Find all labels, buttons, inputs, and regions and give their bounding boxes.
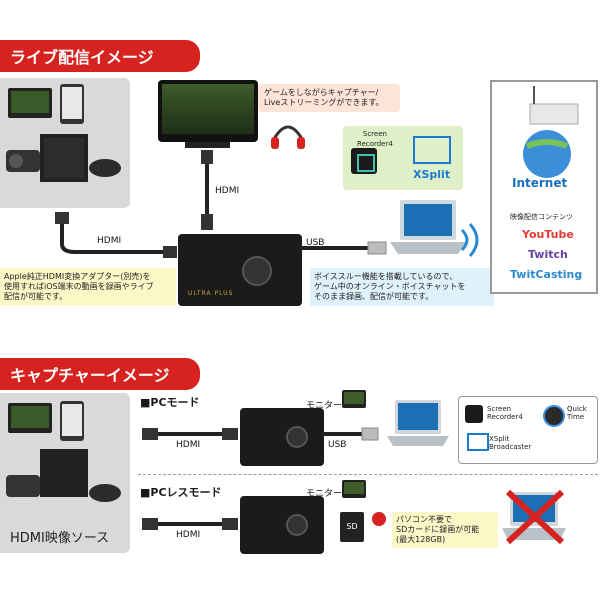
hdmi-cable-left bbox=[55, 212, 177, 258]
internet-box: Internet 映像配信コンテンツ YouTube Twitch TwitCa… bbox=[490, 80, 598, 294]
capture-sources-panel: HDMI映像ソース bbox=[0, 393, 130, 553]
hdmi-top-label: HDMI bbox=[215, 186, 240, 196]
record-icon bbox=[372, 512, 386, 526]
pcless-note: パソコン不要で SDカードに録画が可能 (最大128GB) bbox=[392, 512, 498, 548]
hdmi-left-label: HDMI bbox=[97, 236, 122, 246]
device-brand: ULTRA PLUS bbox=[188, 290, 234, 297]
pc-mode-label: ■PCモード bbox=[140, 396, 200, 409]
pcless-hdmi-cable bbox=[142, 518, 238, 530]
game-monitor bbox=[158, 80, 258, 142]
xsplit-app-icon bbox=[467, 433, 489, 451]
quicktime-label: Quick Time bbox=[567, 405, 587, 421]
screen-recorder-app-icon bbox=[465, 405, 483, 423]
screen-recorder-icon bbox=[351, 148, 377, 174]
wireless-signal-icon bbox=[460, 223, 479, 257]
live-sources-panel bbox=[0, 78, 130, 208]
no-pc-icon bbox=[502, 489, 566, 545]
xsplit-icon bbox=[413, 136, 451, 164]
source-label: HDMI映像ソース bbox=[10, 531, 110, 546]
monitor-stand bbox=[185, 142, 230, 148]
twitcasting-label: TwitCasting bbox=[510, 268, 583, 281]
pc-mode-hdmi-cable bbox=[142, 428, 238, 440]
capture-device: ULTRA PLUS bbox=[178, 234, 302, 306]
pc-mode-laptop-icon bbox=[387, 400, 449, 446]
pc-mode-usb-label: USB bbox=[328, 440, 347, 450]
usb-cable bbox=[300, 241, 387, 255]
pcless-hdmi-label: HDMI bbox=[176, 530, 201, 540]
game-note: ゲームをしながらキャプチャー/ Liveストリーミングができます。 bbox=[258, 84, 400, 112]
monitor-label-pc: モニター bbox=[306, 401, 343, 411]
pc-mode-device bbox=[240, 408, 324, 466]
screen-recorder-label: Screen Recorder4 bbox=[357, 130, 393, 148]
apple-note: Apple純正HDMI変換アダプター(別売)を 使用すればiOS端末の動画を録画… bbox=[0, 268, 176, 306]
xsplit-app-label: XSplit Broadcaster bbox=[489, 435, 532, 451]
screen-recorder-app-label: Screen Recorder4 bbox=[487, 405, 523, 421]
sources-illustration bbox=[6, 84, 121, 182]
quicktime-icon bbox=[543, 405, 565, 427]
headset-icon bbox=[271, 125, 305, 149]
live-section-title: ライブ配信イメージ bbox=[0, 40, 200, 72]
mode-divider bbox=[138, 474, 598, 475]
internet-label: Internet bbox=[512, 176, 568, 190]
twitch-label: Twitch bbox=[528, 248, 568, 261]
xsplit-label: XSplit bbox=[413, 168, 451, 181]
usb-label: USB bbox=[306, 238, 325, 248]
pc-mode-hdmi-label: HDMI bbox=[176, 440, 201, 450]
router-globe-illustration bbox=[523, 86, 579, 178]
youtube-label: YouTube bbox=[522, 228, 574, 241]
apps-box: Screen Recorder4 Quick Time XSplit Broad… bbox=[458, 396, 598, 464]
pcless-device bbox=[240, 496, 324, 554]
contents-label: 映像配信コンテンツ bbox=[510, 213, 573, 221]
monitor-icon-pc bbox=[342, 390, 366, 408]
sd-card-icon: SD bbox=[340, 512, 364, 542]
capture-sources-illustration bbox=[6, 401, 121, 502]
hdmi-cable-vertical bbox=[201, 150, 213, 230]
pcless-mode-label: ■PCレスモード bbox=[140, 486, 222, 499]
voice-note: ボイススルー機能を搭載しているので、 ゲーム中のオンライン・ボイスチャットを そ… bbox=[310, 268, 494, 306]
laptop-icon bbox=[390, 200, 466, 254]
monitor-label-pcless: モニター bbox=[306, 489, 343, 499]
pc-mode-usb-cable bbox=[322, 427, 379, 441]
monitor-icon-pcless bbox=[342, 480, 366, 498]
software-box: Screen Recorder4 XSplit bbox=[343, 126, 463, 190]
capture-section-title: キャプチャーイメージ bbox=[0, 358, 200, 390]
